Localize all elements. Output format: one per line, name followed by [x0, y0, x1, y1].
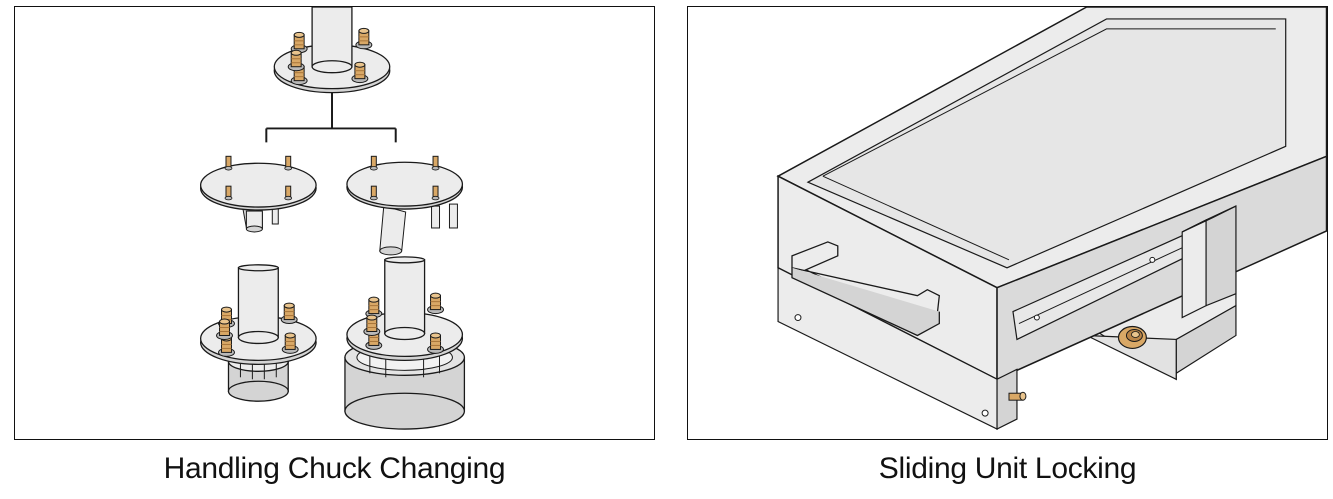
locking-pin — [1008, 391, 1027, 401]
sliding-unit-figure — [687, 6, 1328, 440]
chuck-large — [344, 256, 466, 430]
tray-handle — [791, 241, 941, 337]
figure-caption-right: Sliding Unit Locking — [878, 452, 1137, 485]
exchange-bracket — [265, 92, 397, 143]
tray — [776, 7, 1327, 431]
adapter-plate-left — [199, 155, 317, 233]
gripper-chuck-exchange-illustration — [199, 7, 466, 430]
locking-knob — [1117, 325, 1147, 350]
chuck-small — [199, 264, 317, 402]
figure-caption-left: Handling Chuck Changing — [163, 452, 506, 485]
robot-flange — [273, 7, 391, 94]
chuck-changing-figure — [14, 6, 655, 440]
slide-post — [1181, 205, 1237, 319]
adapter-plate-right — [346, 155, 464, 256]
sliding-unit-lock-illustration — [776, 7, 1327, 431]
